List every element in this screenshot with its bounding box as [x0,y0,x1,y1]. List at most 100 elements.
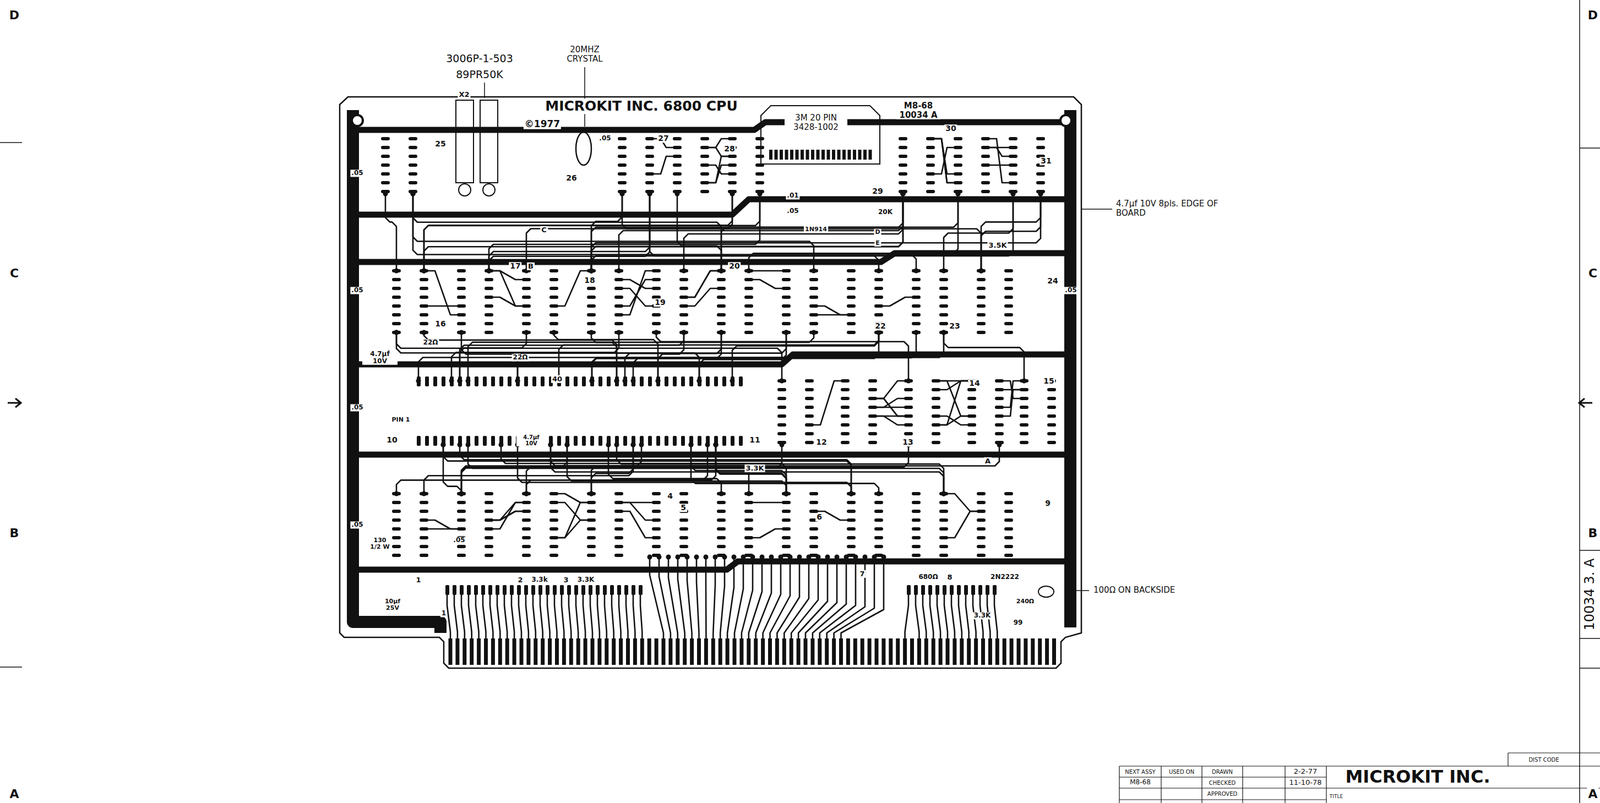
title-block-line [1325,766,1327,803]
edge-finger [540,638,545,666]
edge-finger [732,638,737,666]
ic-pad [419,545,429,549]
ic-pad [672,137,682,141]
header-pad [509,585,514,596]
ic-pad [521,518,531,522]
via-dot [449,378,455,384]
copper-trace [461,444,782,494]
header-pad [466,585,471,596]
ic-pad [939,501,949,505]
label-text: MICROKIT INC. [1343,767,1491,787]
ic-pad [484,527,494,531]
ic-pad [781,269,791,273]
connector-pad [837,149,841,160]
edge-finger [505,638,510,666]
copper-trace [461,444,909,494]
ic-pad [939,278,949,282]
edge-finger [988,638,993,666]
cpu-pin-pad [581,376,586,387]
edge-finger [448,638,453,666]
ic-pad [967,414,977,418]
ic-pad [679,304,689,308]
via-dot [997,442,1003,448]
copper-trace [683,193,903,271]
copper-trace [748,193,959,271]
ic-pad [614,545,624,549]
via-dot [872,554,878,560]
via-dot [1038,191,1044,197]
via-dot [515,378,521,384]
ic-pad [904,423,913,427]
copper-trace [753,270,782,272]
ic-pad [521,295,531,299]
ic-pad [911,295,921,299]
edge-finger [604,638,609,666]
ic-pad [868,379,878,383]
via-dot [719,330,725,336]
via-dot [713,554,718,560]
ic-pad [1019,441,1029,445]
via-dot [459,491,465,497]
label-text: MICROKIT INC. 6800 CPU [543,98,739,114]
header-pad [459,585,464,596]
via-dot [551,330,557,336]
ic-pad [716,527,726,531]
label-text: X2 [457,90,471,99]
transistor-symbol [482,183,495,197]
via-dot [811,330,817,336]
copper-trace [813,381,841,426]
ic-pad [1004,553,1014,558]
edge-finger [675,638,680,666]
edge-finger [1030,638,1035,666]
copper-trace [423,444,634,494]
label-text: D [873,229,881,236]
via-dot [978,268,984,274]
copper-trace [412,193,814,271]
via-dot [681,330,687,336]
mounting-hole [351,115,363,127]
via-dot [849,491,854,497]
edge-finger [462,638,467,666]
ic-pad [874,545,884,549]
ic-pad [967,423,977,427]
ic-pad [1019,396,1029,401]
edge-finger [846,638,851,666]
copper-trace [649,557,664,639]
ic-pad [976,492,986,496]
via-dot [589,378,595,384]
via-dot [849,491,854,497]
copper-trace [981,193,1041,271]
via-dot [681,268,687,274]
ic-pad [419,304,429,308]
leader-line [1071,590,1090,592]
leader-line [483,82,486,99]
ic-pad [846,536,856,540]
via-dot [703,554,709,560]
ic-pad [898,172,908,176]
label-text: 20 [727,262,741,271]
header-pad [495,585,500,596]
ic-pad [898,181,908,185]
label-text: 11-10-78 [1287,779,1323,787]
trace-group [385,138,1041,639]
ic-pad [976,527,986,531]
ic-pad [614,304,624,308]
label-text: 99 [1012,619,1025,627]
label-text: .05 [350,404,364,412]
cpu-pin-pad [722,376,727,387]
edge-finger [867,638,872,666]
connector-pad [842,149,846,160]
via-dot [769,554,775,560]
ic-pad [1019,405,1029,410]
label-text: 9 [1043,499,1052,508]
ic-pad [521,501,531,505]
label-text: 3M 20 PIN 3428-1002 [784,113,848,132]
ic-pad [781,545,791,549]
label-text: 4.7μf 10V [362,350,398,366]
edge-finger [1045,638,1049,666]
cpu-pin-pad [499,376,504,387]
via-dot [441,442,446,448]
connector-pad [800,149,804,160]
copper-trace [467,444,944,494]
via-dot [614,378,620,384]
